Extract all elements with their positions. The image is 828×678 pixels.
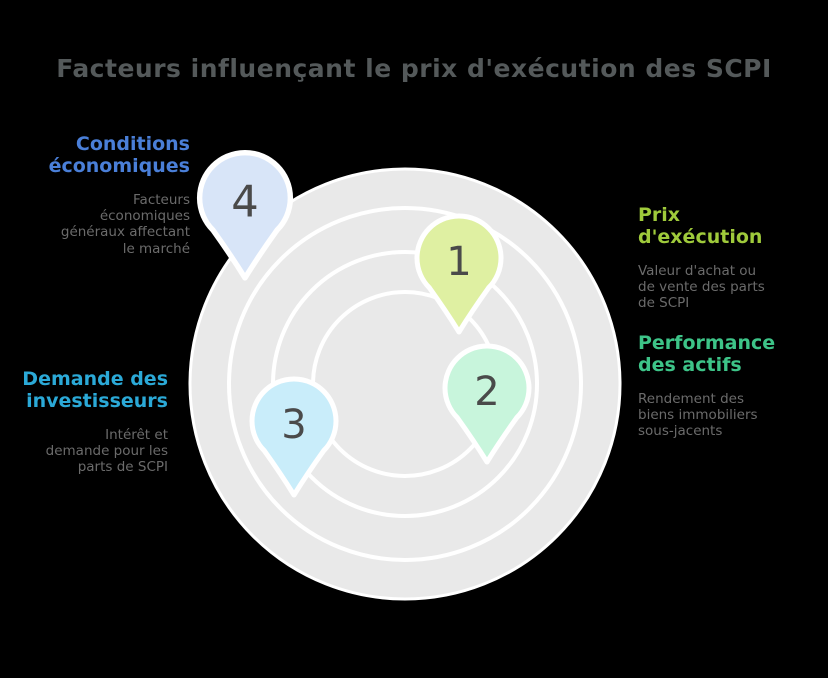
pin-number: 4 — [231, 177, 258, 227]
section-description: Valeur d'achat ou de vente des parts de … — [638, 263, 765, 312]
section-conditions-economiques: Conditions économiques Facteurs économiq… — [20, 133, 190, 257]
page-title: Facteurs influençant le prix d'exécution… — [56, 54, 772, 83]
section-title: Prix d'exécution — [638, 204, 763, 249]
pin-3: 3 — [249, 376, 339, 498]
section-performance-des-actifs: Performance des actifs Rendement des bie… — [638, 332, 818, 440]
section-prix-dexecution: Prix d'exécution Valeur d'achat ou de ve… — [638, 204, 818, 312]
map-pin-icon — [442, 343, 532, 465]
section-title: Demande des investisseurs — [22, 368, 168, 413]
section-description: Intérêt et demande pour les parts de SCP… — [45, 427, 168, 476]
ring-middle-1 — [227, 206, 583, 562]
pin-1: 1 — [414, 213, 504, 335]
pin-number: 1 — [446, 239, 471, 285]
section-demande-des-investisseurs: Demande des investisseurs Intérêt et dem… — [10, 368, 168, 476]
pin-number: 3 — [281, 402, 306, 448]
map-pin-icon — [197, 150, 293, 281]
pin-number: 2 — [474, 369, 499, 415]
map-pin-icon — [249, 376, 339, 498]
section-description: Facteurs économiques généraux affectant … — [60, 192, 190, 257]
section-title: Performance des actifs — [638, 332, 776, 377]
section-title: Conditions économiques — [48, 133, 190, 178]
pin-2: 2 — [442, 343, 532, 465]
map-pin-icon — [414, 213, 504, 335]
pin-4: 4 — [197, 150, 293, 281]
section-description: Rendement des biens immobiliers sous-jac… — [638, 391, 758, 440]
